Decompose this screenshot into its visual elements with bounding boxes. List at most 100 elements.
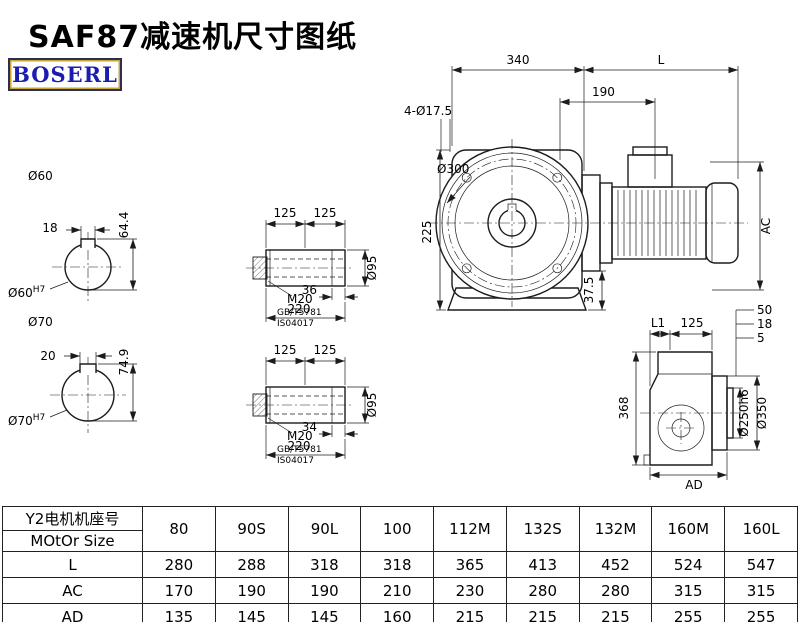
value-cell: 318 [287,551,362,578]
frame-size-cell: 90S [214,506,289,552]
front-view: 340 L 190 4-Ø17.5 Ø300 225 [404,53,773,311]
bore-fit: H7 [33,413,46,423]
shaft-dia-label: Ø60 [28,169,53,183]
value-cell: 413 [505,551,580,578]
dim-18: 18 [757,317,772,331]
value-cell: 215 [578,603,653,622]
frame-size-cell: 90L [287,506,362,552]
flange-dia-label: Ø300 [437,162,469,176]
value-cell: 230 [433,577,507,604]
overall-width-dim: 340 [507,53,530,67]
value-cell: 215 [433,603,507,622]
seg2-dim: 125 [314,343,337,357]
shaft-end-view-70: 20 74.9 Ø70 Ø70H7 [8,315,137,433]
row-label: AD [2,603,143,622]
seg1-dim: 125 [274,206,297,220]
dim-368: 368 [617,397,631,420]
value-cell: 452 [578,551,653,578]
value-cell: 365 [433,551,507,578]
boserl-logo: BOSERL [8,58,122,91]
bolt-holes-label: 4-Ø17.5 [404,104,452,118]
thread-depth-dim: 36 [302,283,317,297]
dim-225: 225 [420,221,434,244]
table-header-row: Y2电机机座号 MOtOr Size 80 90S 90L 100 112M 1… [2,506,798,552]
hollow-shaft-view-bottom: 125 125 M20 GB/T5781 IS04017 34 220 Ø95 [246,343,379,466]
shaft-od-dim: Ø95 [365,256,379,281]
page-title: SAF87减速机尺寸图纸 [28,20,358,55]
seg1-dim: 125 [274,343,297,357]
dimension-table: Y2电机机座号 MOtOr Size 80 90S 90L 100 112M 1… [2,506,798,622]
shaft-dia-label: Ø70 [28,315,53,329]
value-cell: 255 [724,603,798,622]
iso-standard-label: IS04017 [277,319,314,329]
bore-dia: Ø60 [8,286,33,300]
value-cell: 170 [142,577,216,604]
dim-l1: L1 [651,316,665,330]
shaft-od-dim: Ø95 [365,393,379,418]
motor-size-header-cell: Y2电机机座号 MOtOr Size [2,506,143,552]
table-row-ad: AD 135 145 145 160 215 215 215 255 255 [2,603,798,622]
bore-dia: Ø70 [8,414,33,428]
value-cell: 315 [724,577,798,604]
row-label: L [2,551,143,578]
header-cn: Y2电机机座号 [3,507,142,531]
value-cell: 255 [651,603,726,622]
header-en: MOtOr Size [30,532,115,550]
bore-label: Ø60H7 [8,285,45,300]
frame-size-cell: 132M [578,506,653,552]
key-width-dim: 18 [42,221,57,235]
frame-size-cell: 132S [505,506,580,552]
thread-label: M20 [287,429,313,443]
value-cell: 190 [287,577,362,604]
side-view: L1 125 50 18 5 368 Ø250h6 Ø350 [617,303,772,492]
motor-dia-dim: AC [759,218,773,234]
dim-125: 125 [681,316,704,330]
motor-length-dim: L [658,53,665,67]
value-cell: 547 [724,551,798,578]
dim-190: 190 [592,85,615,99]
key-width-dim: 20 [40,349,55,363]
value-cell: 135 [142,603,216,622]
shaft-end-view-60: 18 64.4 Ø60 Ø60H7 [8,169,137,302]
total-length-dim: 220 [288,302,311,316]
value-cell: 210 [360,577,435,604]
dimension-drawing: 18 64.4 Ø60 Ø60H7 20 74.9 Ø70 [8,53,773,492]
value-cell: 190 [214,577,289,604]
bore-fit: H7 [33,285,46,295]
value-cell: 215 [505,603,580,622]
table-row-l: L 280 288 318 318 365 413 452 524 547 [2,551,798,578]
flange-dia-dim: Ø350 [755,397,769,429]
table-row-ac: AC 170 190 190 210 230 280 280 315 315 [2,577,798,604]
value-cell: 318 [360,551,435,578]
dim-5: 5 [757,331,765,345]
frame-size-cell: 160L [724,506,798,552]
thread-depth-dim: 34 [302,420,317,434]
value-cell: 280 [578,577,653,604]
value-cell: 280 [505,577,580,604]
key-depth-dim: 74.9 [117,349,131,376]
gb-standard-label: GB/T5781 [277,308,322,318]
value-cell: 315 [651,577,726,604]
value-cell: 145 [287,603,362,622]
value-cell: 145 [214,603,289,622]
value-cell: 280 [142,551,216,578]
dim-ad: AD [685,478,702,492]
seg2-dim: 125 [314,206,337,220]
frame-size-cell: 160M [651,506,726,552]
key-depth-dim: 64.4 [117,212,131,239]
frame-size-cell: 80 [142,506,216,552]
dim-37-5: 37.5 [582,277,596,304]
value-cell: 160 [360,603,435,622]
spigot-dia-dim: Ø250h6 [737,389,751,437]
frame-size-cell: 112M [433,506,507,552]
iso-standard-label: IS04017 [277,456,314,466]
dim-50: 50 [757,303,772,317]
gb-standard-label: GB/T5781 [277,445,322,455]
bore-label: Ø70H7 [8,413,45,428]
logo-text: BOSERL [12,62,118,87]
row-label: AC [2,577,143,604]
frame-size-cell: 100 [360,506,435,552]
value-cell: 288 [214,551,289,578]
thread-label: M20 [287,292,313,306]
